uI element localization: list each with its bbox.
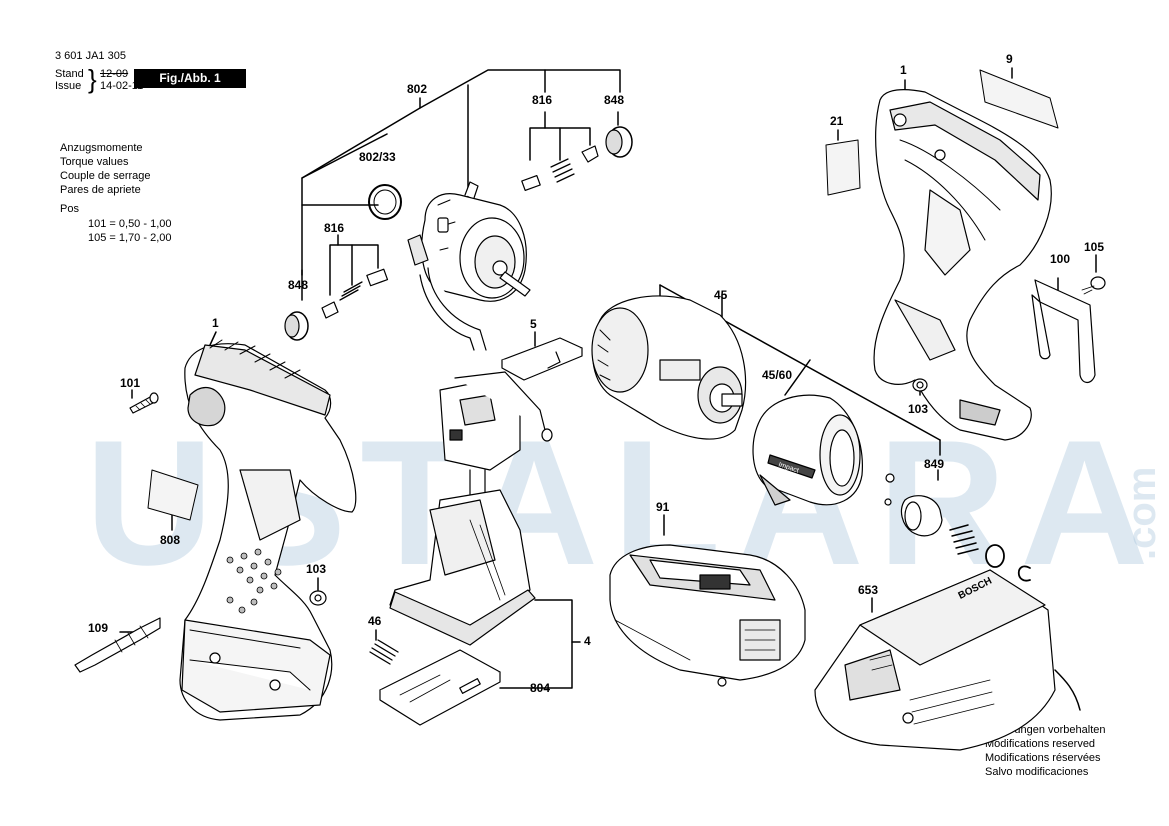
leader-lines	[119, 67, 1097, 689]
label-9	[979, 69, 1059, 129]
torque-line-3: Couple de serrage	[60, 170, 151, 182]
callout-848-top: 848	[604, 93, 625, 107]
label-21	[825, 139, 861, 196]
torque-line-2: Torque values	[60, 156, 129, 168]
callout-816-left: 816	[324, 221, 345, 235]
o-ring-802-33	[368, 184, 402, 220]
stand-date: 12-09	[100, 68, 129, 80]
callout-816-top: 816	[532, 93, 553, 107]
callout-45: 45	[714, 288, 728, 302]
torque-line-4: Pares de apriete	[60, 184, 141, 196]
electronics-base-4	[389, 489, 536, 646]
footer-line-3: Modifications réservées	[985, 752, 1101, 764]
cover-45-60	[752, 394, 863, 506]
charger-653	[814, 569, 1081, 751]
callout-802: 802	[407, 82, 428, 96]
screw-105	[1081, 276, 1106, 295]
callout-1-right: 1	[900, 63, 907, 77]
callout-1-left: 1	[212, 316, 219, 330]
callout-45-60: 45/60	[762, 368, 793, 382]
callout-46: 46	[368, 614, 382, 628]
callout-109: 109	[88, 621, 109, 635]
callout-808: 808	[160, 533, 181, 547]
callout-653: 653	[858, 583, 879, 597]
switch-assembly	[439, 371, 553, 501]
screw-101	[129, 392, 159, 414]
brace: }	[88, 64, 97, 94]
cap-848-left	[284, 311, 309, 341]
issue-date: 14-02-11	[100, 80, 144, 92]
footer-line-4: Salvo modificaciones	[985, 766, 1089, 778]
callout-4: 4	[584, 634, 591, 648]
callout-848-left: 848	[288, 278, 309, 292]
stand-label: Stand	[55, 68, 84, 80]
callout-21: 21	[830, 114, 844, 128]
belt-clip-100	[1031, 279, 1096, 384]
callout-91: 91	[656, 500, 670, 514]
callout-100: 100	[1050, 252, 1071, 266]
nut-103-left	[309, 590, 327, 606]
callout-5: 5	[530, 317, 537, 331]
parts-849	[884, 473, 1031, 582]
plate-5	[501, 337, 583, 381]
callout-804: 804	[530, 681, 551, 695]
left-housing-half	[179, 339, 357, 721]
callout-802-33: 802/33	[359, 150, 396, 164]
callout-105: 105	[1084, 240, 1105, 254]
torque-value-101: 101 = 0,50 - 1,00	[88, 218, 172, 230]
spring-46	[369, 639, 399, 665]
plate-804	[379, 649, 501, 726]
nut-103-right	[912, 378, 928, 392]
motor-802	[407, 181, 531, 351]
callout-849: 849	[924, 457, 945, 471]
pos-label: Pos	[60, 203, 79, 215]
figure-label: Fig./Abb. 1	[134, 69, 246, 88]
cap-848-top	[605, 126, 633, 158]
brush-set-816-left	[321, 268, 389, 319]
label-808	[147, 469, 199, 521]
callout-103-right: 103	[908, 402, 929, 416]
gear-housing-45	[591, 295, 747, 440]
bit-109	[74, 617, 161, 673]
callout-101: 101	[120, 376, 141, 390]
footer-line-2: Modifications reserved	[985, 738, 1096, 750]
torque-line-1: Anzugsmomente	[60, 142, 143, 154]
callout-103-left: 103	[306, 562, 327, 576]
battery-91	[609, 544, 806, 687]
right-housing-half	[873, 89, 1052, 441]
brush-set-816-top	[521, 145, 599, 192]
part-number: 3 601 JA1 305	[55, 50, 126, 62]
issue-label: Issue	[55, 80, 82, 92]
callout-9: 9	[1006, 52, 1013, 66]
torque-value-105: 105 = 1,70 - 2,00	[88, 232, 172, 244]
